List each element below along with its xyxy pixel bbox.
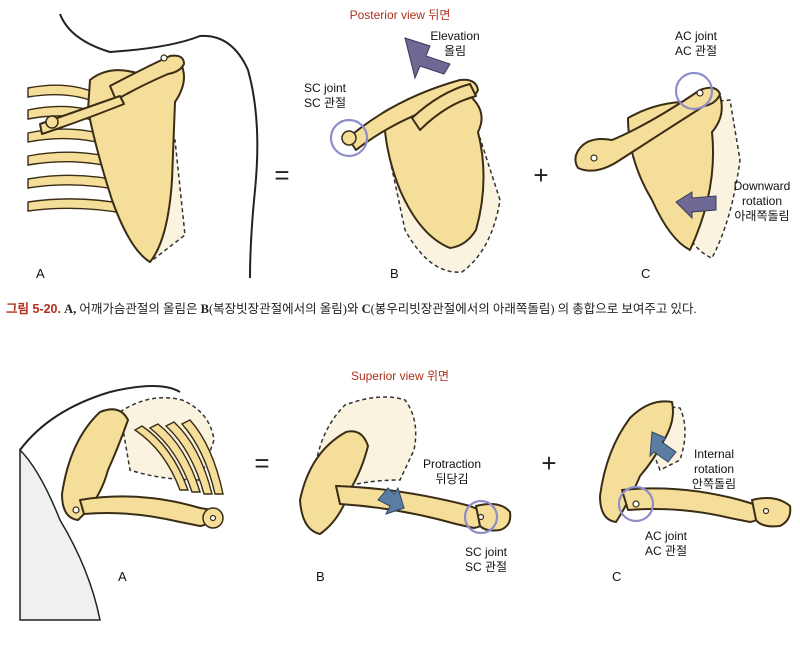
sc-joint-highlight-circle [329, 118, 369, 158]
superior-panel-b-illustration [299, 396, 512, 535]
sternal-end [751, 497, 792, 528]
superior-ac-joint-label-ko: AC 관절 [645, 544, 687, 558]
superior-panel-c-illustration [599, 400, 792, 528]
clavicle [621, 487, 762, 523]
protraction-label-en: Protraction [423, 457, 481, 471]
caption-segment: (봉우리빗장관절에서의 아래쪽돌림) 의 총합으로 보여주고 있다. [370, 302, 697, 316]
superior-panel-a-illustration [19, 385, 224, 621]
shoulder-skin-outline [59, 13, 259, 279]
elevation-label-ko: 올림 [444, 44, 466, 58]
shoulder-skin-outline [19, 385, 181, 451]
posterior-panel-a-label: A [36, 266, 45, 281]
arm-shading [19, 448, 101, 621]
caption-segment: 어깨가슴관절의 올림은 [76, 302, 201, 316]
sc-joint-label-ko: SC 관절 [304, 96, 346, 110]
rib-cage [133, 419, 224, 495]
caption-segment: (복장빗장관절에서의 올림)와 [208, 302, 362, 316]
posterior-panel-b-label: B [390, 266, 399, 281]
clavicle [79, 495, 214, 527]
caption-segment: A, [60, 302, 77, 316]
internal-rotation-arrow-icon [649, 431, 677, 463]
scapula [299, 430, 369, 535]
scapular-spine [109, 54, 185, 101]
superior-sc-joint-label-ko: SC 관절 [465, 560, 507, 574]
clavicle [335, 485, 486, 529]
downward-rotation-arrow-icon [675, 191, 717, 220]
posterior-plus-sign: + [533, 160, 548, 190]
posterior-panel-c-illustration [574, 71, 741, 259]
internal-rotation-label-line3: 안쪽돌림 [692, 477, 736, 491]
posterior-panel-a-illustration [27, 13, 259, 279]
posterior-panel-c-label: C [641, 266, 650, 281]
superior-ac-joint-label-en: AC joint [645, 529, 688, 543]
posterior-view-title: Posterior view 뒤면 [350, 8, 451, 22]
posterior-panel-b-illustration [329, 37, 501, 273]
downward-rotation-label-line1: Downward [734, 179, 791, 193]
figure-number: 그림 5-20. [6, 302, 61, 316]
sc-joint-highlight-circle [463, 499, 499, 535]
protraction-label-ko: 뒤당김 [435, 472, 468, 486]
posterior-equals-sign: = [274, 160, 289, 190]
ac-joint-label-en: AC joint [675, 29, 718, 43]
internal-rotation-label-line2: rotation [694, 462, 734, 476]
figure-caption: 그림 5-20. A, 어깨가슴관절의 올림은 B(복장빗장관절에서의 올림)와… [6, 298, 796, 317]
clavicle [574, 86, 721, 172]
superior-equals-sign: = [254, 448, 269, 478]
superior-view-title: Superior view 위면 [351, 369, 449, 383]
ac-joint-highlight-circle [617, 485, 655, 523]
scapula [61, 408, 129, 521]
downward-rotation-label-line3: 아래쪽돌림 [734, 209, 789, 223]
ac-joint-highlight-circle [674, 71, 714, 111]
downward-rotation-label-line2: rotation [742, 194, 782, 208]
superior-panel-b-label: B [316, 569, 325, 584]
ac-joint-label-ko: AC 관절 [675, 44, 717, 58]
elevation-arrow-icon [404, 37, 451, 80]
sc-joint-label-en: SC joint [304, 81, 347, 95]
superior-plus-sign: + [541, 448, 556, 478]
superior-panel-c-label: C [612, 569, 621, 584]
clavicle [39, 95, 125, 135]
caption-segment: B [200, 302, 209, 316]
internal-rotation-label-line1: Internal [694, 447, 734, 461]
sternal-end [475, 503, 512, 532]
caption-segment: C [361, 302, 371, 316]
superior-sc-joint-label-en: SC joint [465, 545, 508, 559]
superior-panel-a-label: A [118, 569, 127, 584]
protraction-arrow-icon [377, 486, 405, 515]
scapular-spine [411, 83, 477, 131]
elevation-label-en: Elevation [430, 29, 479, 43]
